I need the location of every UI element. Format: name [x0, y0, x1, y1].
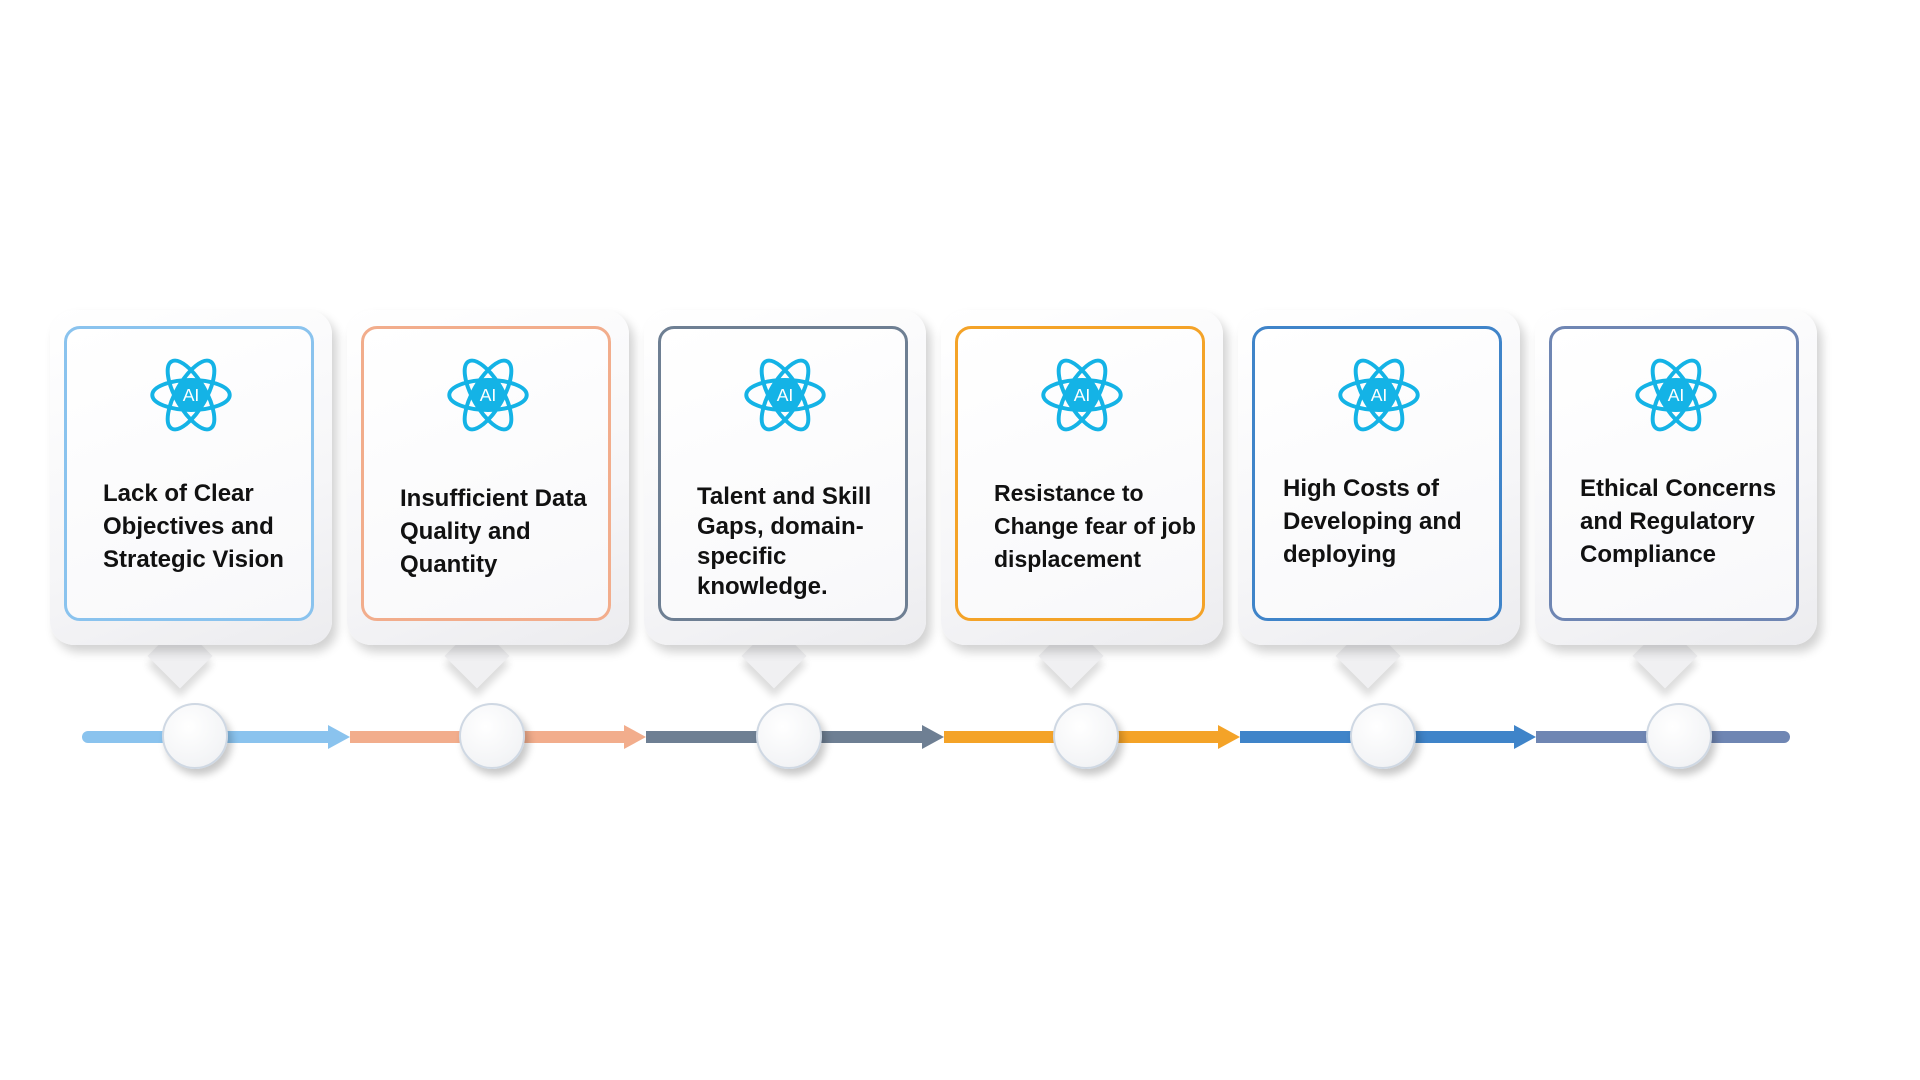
callout-step-1: AI Lack of Clear Objectives and Strategi… — [50, 310, 332, 689]
nucleus — [175, 379, 207, 411]
arrow-right-icon — [922, 725, 944, 749]
callout-card: AI Lack of Clear Objectives and Strategi… — [64, 326, 314, 621]
callout-card: AI Ethical Concerns and Regulatory Compl… — [1549, 326, 1799, 621]
nucleus — [1363, 379, 1395, 411]
timeline-node — [459, 703, 525, 769]
step-label: Resistance to Change fear of job displac… — [994, 480, 1196, 572]
step-label: Ethical Concerns and Regulatory Complian… — [1580, 475, 1777, 568]
ai-atom-icon: AI — [1338, 358, 1420, 432]
arrow-right-icon — [328, 725, 350, 749]
callout-card: AI Insufficient Data Quality and Quantit… — [361, 326, 611, 621]
ai-atom-icon: AI — [150, 358, 232, 432]
ai-label: AI — [1074, 385, 1091, 405]
step-label: Lack of Clear Objectives and Strategic V… — [103, 480, 284, 573]
timeline-node — [1350, 703, 1416, 769]
nucleus — [769, 379, 801, 411]
ai-label: AI — [777, 385, 794, 405]
timeline-node — [756, 703, 822, 769]
ai-label: AI — [1668, 385, 1685, 405]
ai-atom-icon: AI — [1635, 358, 1717, 432]
callout-step-5: AI High Costs of Developing and deployin… — [1238, 310, 1520, 689]
ai-label: AI — [480, 385, 497, 405]
ai-atom-icon: AI — [1041, 358, 1123, 432]
nucleus — [472, 379, 504, 411]
nucleus — [1660, 379, 1692, 411]
arrow-right-icon — [1218, 725, 1240, 749]
step-label: High Costs of Developing and deploying — [1283, 475, 1462, 568]
callout-step-3: AI Talent and Skill Gaps, domain-specifi… — [644, 310, 926, 689]
callout-step-2: AI Insufficient Data Quality and Quantit… — [347, 310, 629, 689]
step-label: Insufficient Data Quality and Quantity — [400, 485, 587, 578]
callout-card: AI High Costs of Developing and deployin… — [1252, 326, 1502, 621]
timeline-node — [162, 703, 228, 769]
timeline-node — [1053, 703, 1119, 769]
ai-label: AI — [1371, 385, 1388, 405]
timeline-node — [1646, 703, 1712, 769]
nucleus — [1066, 379, 1098, 411]
callout-step-6: AI Ethical Concerns and Regulatory Compl… — [1535, 310, 1817, 689]
callout-card: AI Talent and Skill Gaps, domain-specifi… — [658, 326, 908, 621]
step-label: Talent and Skill Gaps, domain-specific k… — [697, 483, 872, 600]
callout-card: AI Resistance to Change fear of job disp… — [955, 326, 1205, 621]
ai-label: AI — [183, 385, 200, 405]
arrow-right-icon — [1514, 725, 1536, 749]
callout-step-4: AI Resistance to Change fear of job disp… — [941, 310, 1223, 689]
ai-atom-icon: AI — [447, 358, 529, 432]
arrow-right-icon — [624, 725, 646, 749]
ai-atom-icon: AI — [744, 358, 826, 432]
